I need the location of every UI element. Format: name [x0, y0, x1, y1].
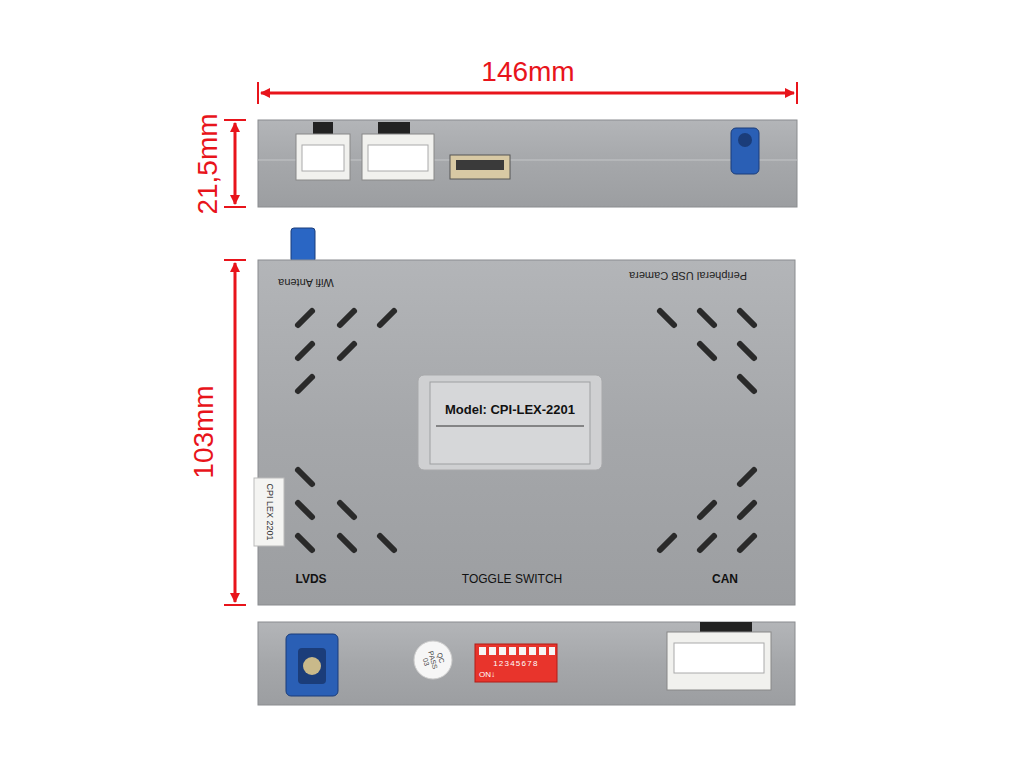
model-label: Model: CPI-LEX-2201 [445, 403, 575, 417]
switch-numbers: 1 2 3 4 5 6 7 8 [493, 660, 537, 669]
dimension-label: 103mm [189, 385, 220, 478]
port-label: Peripheral USB Camera [629, 270, 747, 282]
port-label: CAN [712, 573, 738, 586]
dimension-label: 21,5mm [193, 113, 224, 214]
sticker-text: CPI LEX 2201 [264, 483, 274, 540]
port-label: Wifi Antena [278, 277, 334, 289]
dimension-label: 146mm [481, 57, 574, 88]
switch-label: ON↓ [479, 671, 495, 680]
port-label: LVDS [295, 573, 326, 586]
port-label: TOGGLE SWITCH [462, 573, 562, 586]
